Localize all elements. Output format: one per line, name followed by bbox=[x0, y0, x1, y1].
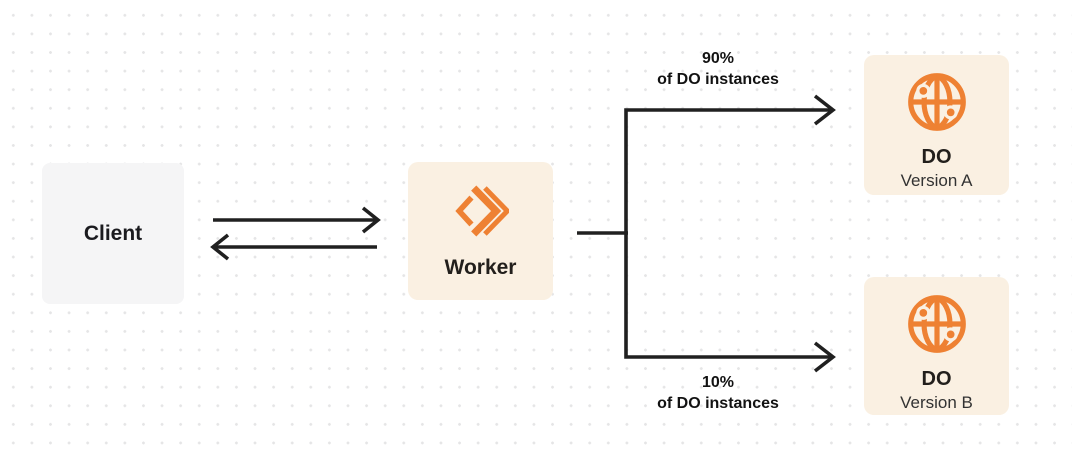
client-node: Client bbox=[42, 163, 184, 304]
route-label-10-percent: 10% of DO instances bbox=[598, 372, 838, 414]
do-version-a-node: DO Version A bbox=[864, 55, 1009, 195]
durable-object-globe-icon bbox=[907, 73, 966, 131]
durable-object-globe-icon bbox=[907, 295, 966, 353]
do-version-b-subtitle: Version B bbox=[900, 393, 973, 412]
route-bottom-caption: of DO instances bbox=[657, 395, 779, 412]
arrowhead-to-version-a bbox=[813, 94, 836, 126]
do-version-a-title: DO bbox=[921, 146, 952, 168]
cloudflare-workers-icon bbox=[454, 185, 509, 237]
worker-label: Worker bbox=[444, 256, 517, 279]
worker-node: Worker bbox=[408, 162, 553, 300]
do-version-b-title: DO bbox=[921, 368, 952, 390]
worker-split-connector bbox=[577, 94, 836, 373]
worker-to-client-arrow bbox=[210, 233, 377, 261]
do-version-b-node: DO Version B bbox=[864, 277, 1009, 415]
route-bottom-percent: 10% bbox=[701, 374, 735, 391]
client-label: Client bbox=[83, 221, 143, 245]
route-top-caption: of DO instances bbox=[657, 71, 779, 88]
client-to-worker-arrow bbox=[213, 206, 381, 234]
arrowhead-to-version-b bbox=[813, 341, 836, 373]
route-top-percent: 90% bbox=[701, 50, 735, 67]
route-label-90-percent: 90% of DO instances bbox=[598, 48, 838, 90]
do-version-a-subtitle: Version A bbox=[900, 171, 973, 190]
